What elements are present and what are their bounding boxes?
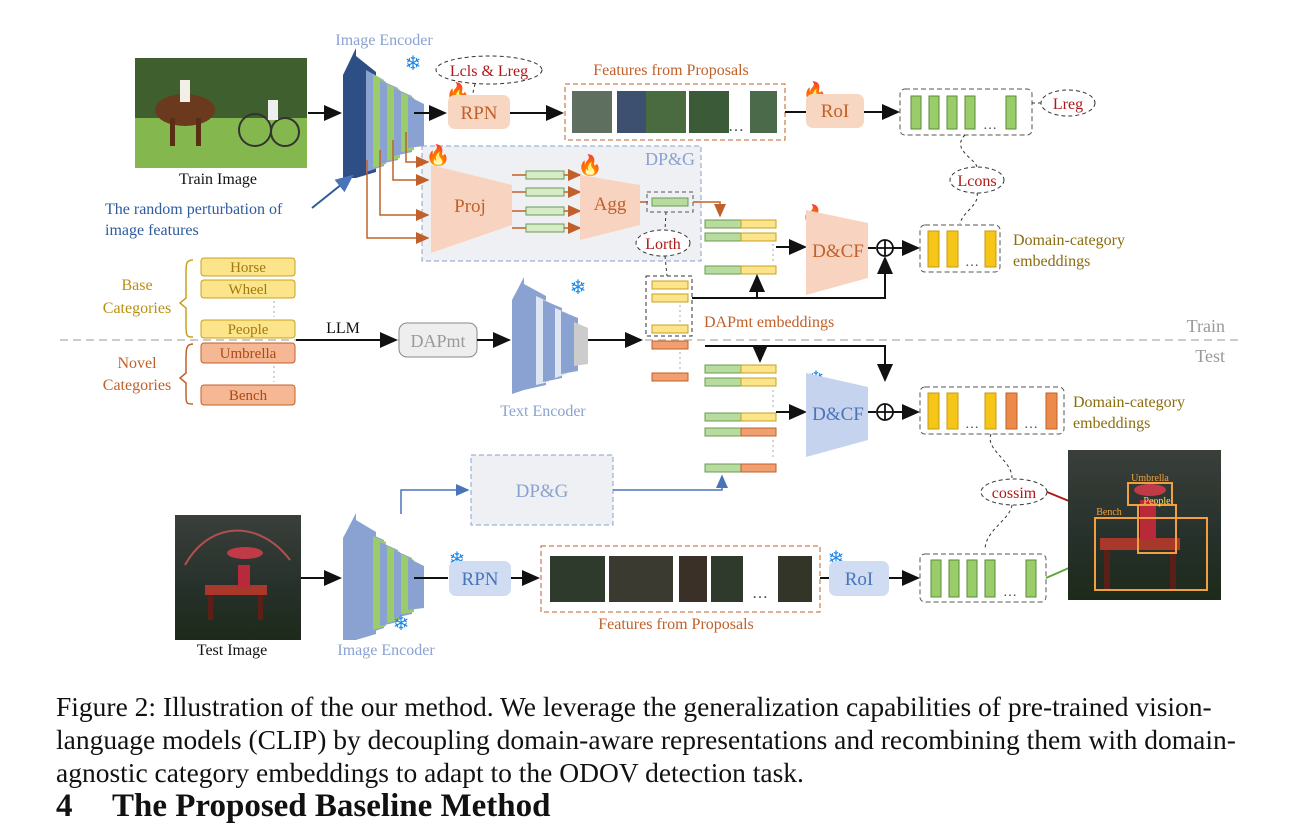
svg-text:embeddings: embeddings xyxy=(1073,415,1150,432)
features-from-proposals-top: Features from Proposals xyxy=(593,62,749,79)
dcf-label-test: D&CF xyxy=(812,404,864,425)
test-label: Test xyxy=(1195,346,1225,366)
text-encoder-label: Text Encoder xyxy=(500,403,586,420)
svg-text:…: … xyxy=(965,255,979,270)
svg-text:…: … xyxy=(965,417,979,432)
figure-caption: Figure 2: Illustration of the our method… xyxy=(56,691,1236,788)
method-figure: Train Image Image Encoder ❄ The random p… xyxy=(60,32,1240,659)
svg-text:❄: ❄ xyxy=(393,613,410,635)
cossim-label: cossim xyxy=(992,485,1037,502)
svg-text:…: … xyxy=(983,118,997,133)
svg-text:Bench: Bench xyxy=(229,388,268,404)
svg-text:…: … xyxy=(1024,417,1038,432)
text-encoder xyxy=(512,277,588,394)
svg-text:Categories: Categories xyxy=(103,300,171,317)
base-category-list: Horse Wheel People xyxy=(200,257,296,339)
agg-label: Agg xyxy=(594,194,627,215)
dapmt-embeddings-label: DAPmt embeddings xyxy=(704,314,834,331)
section-heading: 4 The Proposed Baseline Method xyxy=(56,788,551,825)
features-from-proposals-bottom: Features from Proposals xyxy=(598,616,754,633)
svg-text:Base: Base xyxy=(121,277,152,294)
svg-text:…: … xyxy=(752,585,768,602)
novel-category-list: Umbrella Bench xyxy=(200,342,296,406)
svg-text:Domain-category: Domain-category xyxy=(1073,394,1185,411)
rpn-label-top: RPN xyxy=(461,103,498,124)
loss-cls-reg: Lcls & Lreg xyxy=(450,63,528,80)
detection-output-image xyxy=(1068,450,1221,600)
dcf-label-train: D&CF xyxy=(812,241,864,262)
svg-text:People: People xyxy=(228,322,269,338)
llm-label: LLM xyxy=(326,320,360,337)
section-number: 4 xyxy=(56,788,73,824)
svg-text:…: … xyxy=(1003,585,1017,600)
det-label-people: People xyxy=(1143,496,1171,507)
test-image xyxy=(175,515,301,640)
loss-reg: Lreg xyxy=(1053,96,1083,113)
dpg-label-test: DP&G xyxy=(516,481,569,502)
svg-text:🔥: 🔥 xyxy=(426,143,451,167)
section-title: The Proposed Baseline Method xyxy=(112,788,551,824)
svg-text:Horse: Horse xyxy=(230,260,266,276)
svg-text:Wheel: Wheel xyxy=(228,282,267,298)
loss-orth: Lorth xyxy=(645,236,681,253)
train-image xyxy=(135,58,307,168)
perturbation-label-2: image features xyxy=(105,222,199,239)
roi-label-bottom: RoI xyxy=(845,569,874,590)
image-encoder-label-bottom: Image Encoder xyxy=(337,642,435,659)
perturbation-label-1: The random perturbation of xyxy=(105,201,283,218)
snowflake-icon: ❄ xyxy=(405,53,422,75)
image-encoder-label-top: Image Encoder xyxy=(335,32,433,49)
domain-category-label-2: embeddings xyxy=(1013,253,1090,270)
rpn-label-bottom: RPN xyxy=(462,569,499,590)
proj-label: Proj xyxy=(454,196,486,217)
det-label-umbrella: Umbrella xyxy=(1131,473,1169,484)
train-label: Train xyxy=(1187,316,1225,336)
svg-text:Umbrella: Umbrella xyxy=(220,346,277,362)
combined-embeddings-test xyxy=(704,364,777,473)
loss-cons: Lcons xyxy=(957,173,996,190)
test-image-label: Test Image xyxy=(197,642,267,659)
roi-label-top: RoI xyxy=(821,101,850,122)
svg-text:🔥: 🔥 xyxy=(578,153,603,177)
svg-text:Novel: Novel xyxy=(117,355,157,372)
dapmt-label: DAPmt xyxy=(410,331,465,351)
combined-embeddings-train xyxy=(704,219,777,275)
svg-text:…: … xyxy=(728,118,744,135)
svg-text:❄: ❄ xyxy=(570,277,587,299)
domain-category-label-1: Domain-category xyxy=(1013,232,1125,249)
image-encoder-top xyxy=(343,48,424,178)
svg-text:Categories: Categories xyxy=(103,377,171,394)
image-encoder-bottom xyxy=(343,513,424,640)
dpg-label-top: DP&G xyxy=(645,149,695,169)
train-image-label: Train Image xyxy=(179,171,257,188)
det-label-bench: Bench xyxy=(1096,507,1122,518)
